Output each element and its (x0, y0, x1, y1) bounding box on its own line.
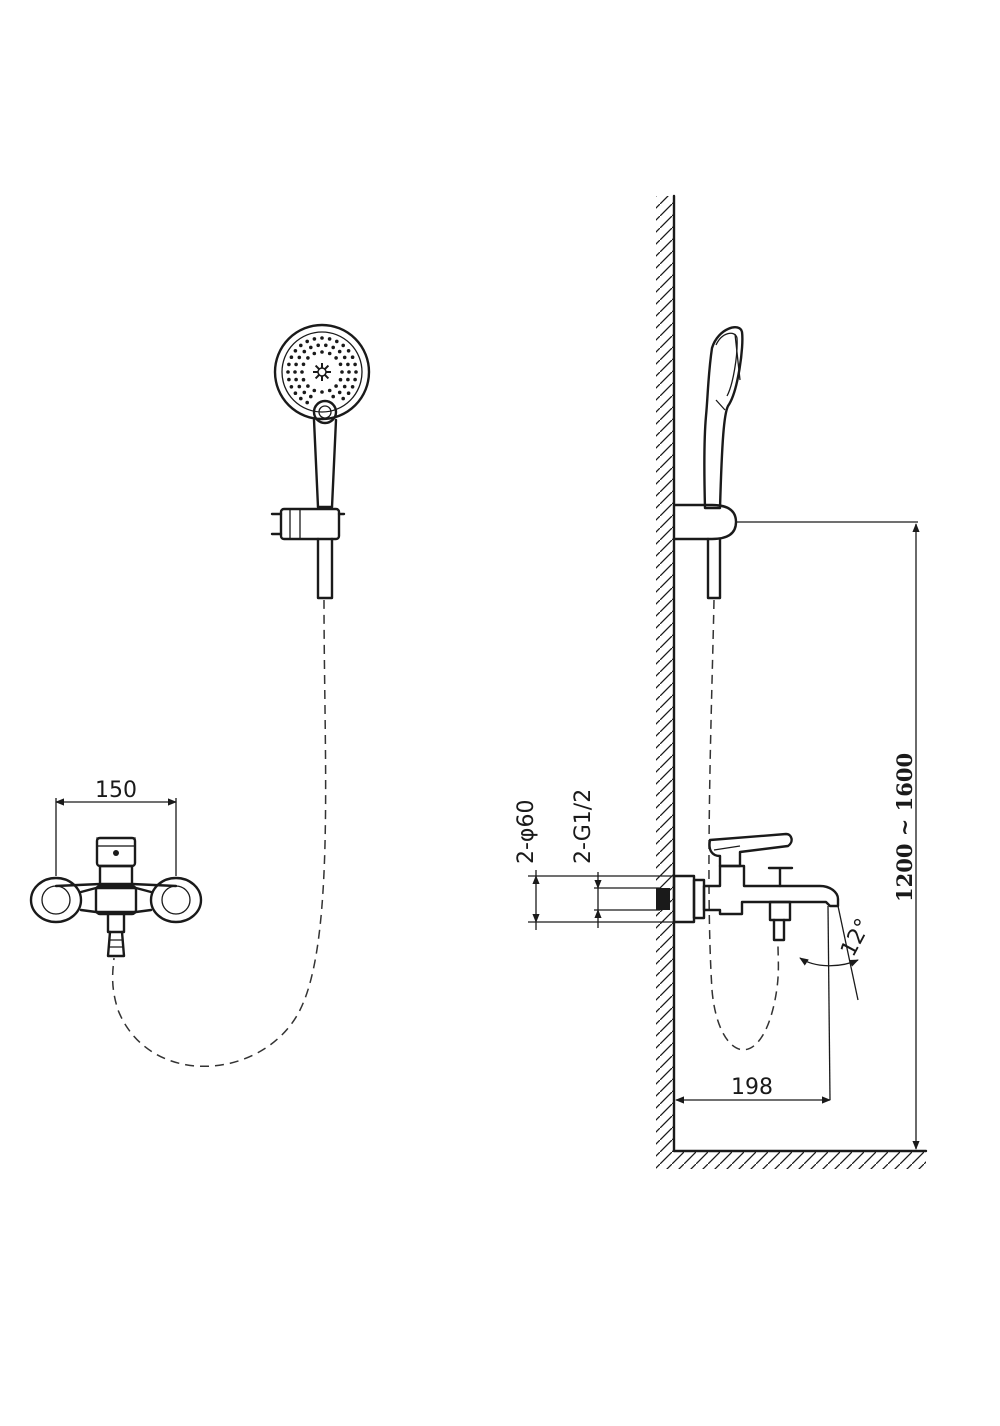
dim-angle: 12° (799, 905, 877, 1001)
hose-front (111, 599, 327, 1068)
hose-side (708, 599, 780, 1051)
dim-height: 1200 ~ 1600 (892, 523, 920, 1150)
shower-head-icon (273, 323, 371, 509)
floor (656, 1149, 928, 1169)
front-view: 150 (29, 323, 371, 1068)
wall (656, 194, 676, 1153)
mixer-side (656, 832, 840, 1101)
dim-width-label: 150 (95, 778, 137, 803)
holder-side (672, 503, 918, 600)
dim-projection: 198 (675, 1075, 831, 1104)
holder-front (270, 507, 346, 600)
side-view: 2-φ60 2-G1/2 12° 198 1200 ~ 1600 (514, 194, 928, 1169)
dim-projection-label: 198 (731, 1075, 773, 1100)
dim-inlet-diameter-label: 2-φ60 (514, 800, 539, 864)
dim-width: 150 (55, 778, 177, 876)
shower-handle-side (703, 326, 744, 510)
dim-angle-label: 12° (836, 915, 876, 961)
dim-height-label: 1200 ~ 1600 (892, 753, 917, 902)
mixer-icon (29, 836, 203, 958)
dim-inlet: 2-φ60 2-G1/2 (514, 789, 674, 930)
dim-inlet-thread-label: 2-G1/2 (571, 789, 596, 864)
